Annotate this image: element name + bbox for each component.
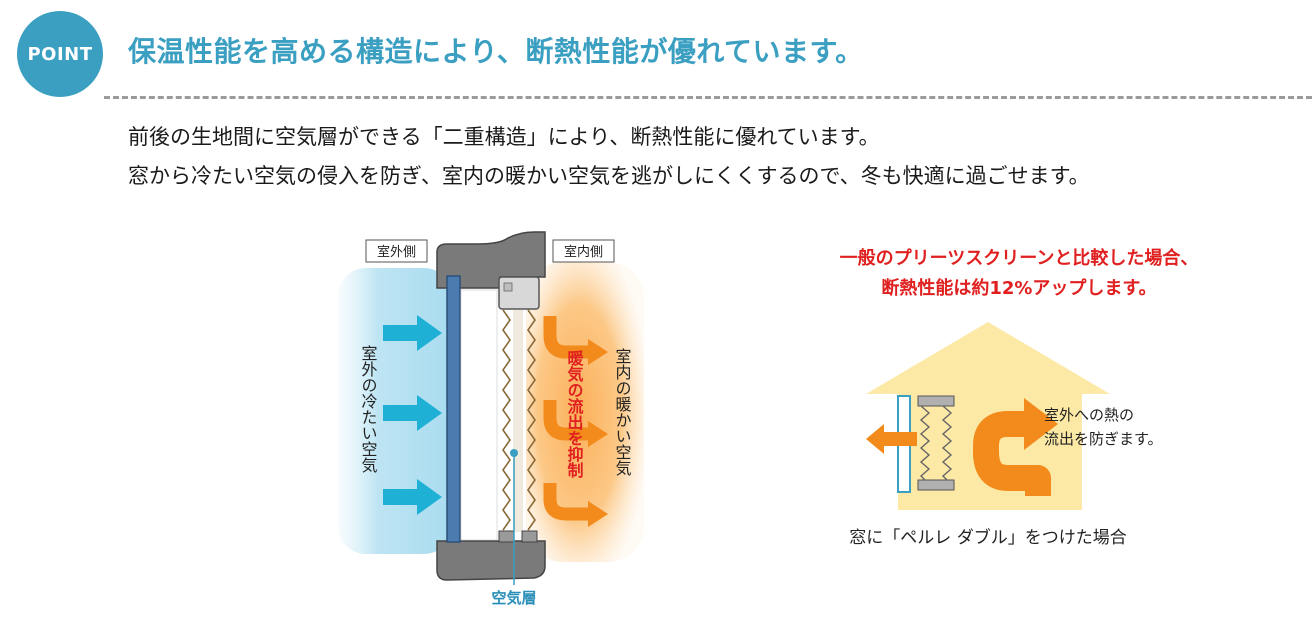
body-line-2: 窓から冷たい空気の侵入を防ぎ、室内の暖かい空気を逃がしにくくするので、冬も快適に… — [128, 164, 1090, 188]
house-pleat-front — [919, 405, 931, 481]
indoor-tag-box — [552, 239, 615, 263]
suppression-label: 暖気の流出を抑制 — [565, 349, 584, 479]
wall-top — [436, 231, 546, 289]
screen-bottom-rail — [917, 479, 955, 491]
screen-top-rail — [917, 395, 955, 407]
heat-uturn-arrow — [973, 411, 1051, 496]
warm-arrow-2 — [543, 400, 588, 441]
cold-arrow-3 — [383, 479, 442, 515]
warm-air-label: 室内の暖かい空気 — [613, 348, 632, 477]
outdoor-tag: 室外側 — [377, 244, 416, 260]
air-layer-label: 空気層 — [491, 589, 536, 607]
indoor-tag: 室内側 — [564, 244, 603, 260]
house-caption: 窓に「ペルレ ダブル」をつけた場合 — [849, 527, 1126, 548]
warm-arrow-3 — [543, 483, 588, 521]
warm-air-arrows — [543, 316, 588, 521]
cold-air-label: 室外の冷たい空気 — [359, 345, 378, 474]
cross-section-diagram: 室外側 室内側 空気層 — [338, 231, 644, 607]
window-glass — [446, 275, 461, 543]
outdoor-tag-box — [365, 239, 428, 263]
bottom-rail-back — [521, 530, 538, 543]
house-note-line-1: 室外への熱の — [1044, 406, 1134, 424]
house-note-line-2: 流出を防ぎます。 — [1044, 430, 1163, 448]
cold-air-arrows — [383, 315, 442, 515]
dashed-divider — [104, 96, 1312, 99]
window-gap — [460, 289, 498, 541]
heat-escape-arrow — [866, 424, 917, 454]
head-rail — [498, 276, 540, 310]
comparison-line-1: 一般のプリーツスクリーンと比較した場合、 — [840, 247, 1199, 269]
cold-arrow-1 — [383, 315, 442, 351]
pleat-front — [502, 309, 511, 531]
body-line-1: 前後の生地間に空気層ができる「二重構造」により、断熱性能に優れています。 — [128, 125, 880, 149]
bottom-rail-front — [498, 530, 515, 543]
pleat-back — [527, 309, 536, 531]
comparison-line-2: 断熱性能は約12%アップします。 — [881, 277, 1156, 299]
warm-arrow-1 — [543, 316, 588, 359]
headline: 保温性能を高める構造により、断熱性能が優れています。 — [128, 35, 864, 68]
house-diagram: 一般のプリーツスクリーンと比較した場合、 断熱性能は約12%アップします。 室外… — [840, 247, 1199, 548]
house-pleat-back — [941, 405, 953, 481]
point-badge: POINT — [17, 11, 103, 97]
wall-bottom — [436, 540, 546, 581]
cold-arrow-2 — [383, 395, 442, 431]
